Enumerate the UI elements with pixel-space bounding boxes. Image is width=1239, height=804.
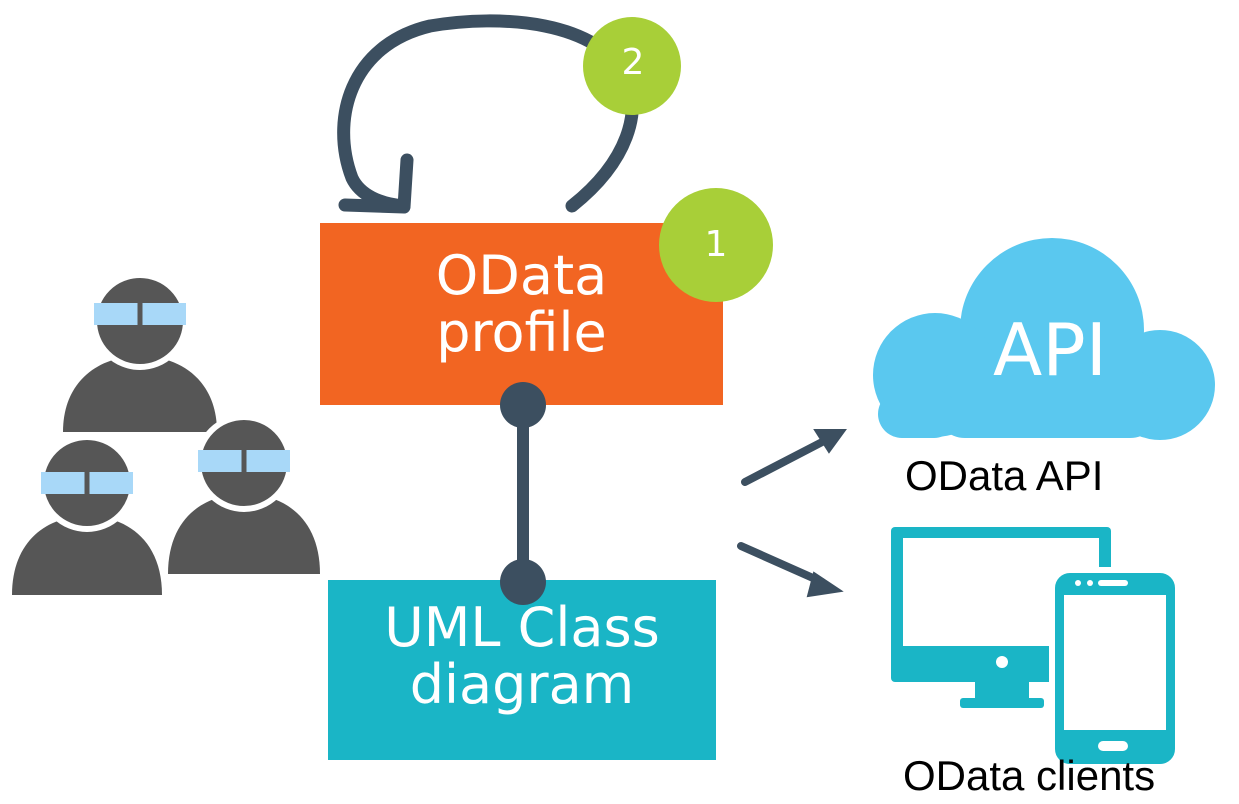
user-icon (12, 434, 162, 595)
arrow-to-api (741, 429, 847, 486)
badge-1-circle (659, 188, 773, 302)
user-icon (63, 272, 217, 432)
arrow-to-clients (737, 542, 844, 598)
users-group-icon (12, 272, 320, 595)
badge-1-label: 1 (704, 224, 728, 265)
monitor-and-phone-icon (891, 527, 1181, 770)
badge-2-circle (583, 17, 681, 115)
badge-2-label: 2 (621, 42, 645, 83)
user-icon (168, 414, 320, 574)
odata-api-caption: OData API (905, 452, 1104, 499)
odata-clients-caption: OData clients (903, 752, 1156, 799)
profile-box (320, 223, 723, 405)
cloud-api-label: API (993, 308, 1107, 392)
cloud-icon (873, 238, 1215, 440)
composition-connector (500, 382, 546, 605)
uml-box (328, 580, 716, 760)
uml-box-label: UML Class diagram (384, 596, 660, 716)
profile-box-label: OData profile (435, 244, 608, 364)
